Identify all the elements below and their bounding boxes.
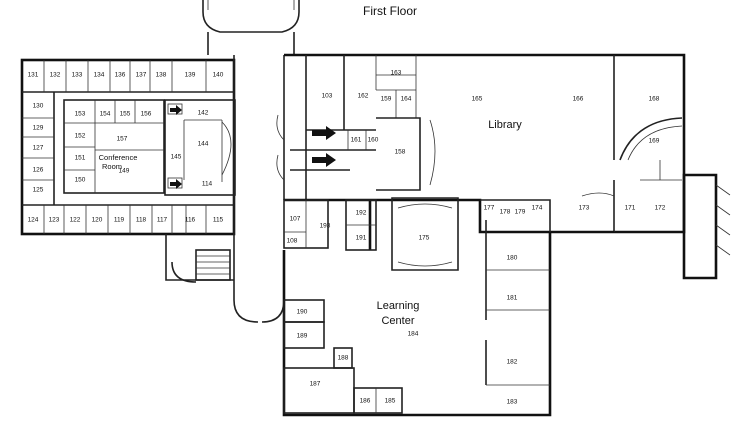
room-165: 165 — [472, 96, 483, 103]
room-138: 138 — [156, 72, 167, 79]
room-185: 185 — [385, 398, 396, 405]
room-193: 193 — [320, 223, 331, 230]
room-182: 182 — [507, 359, 518, 366]
area-label-learning-center-1: Learning — [377, 300, 420, 312]
room-163: 163 — [391, 70, 402, 77]
area-label-conference-2: Room — [102, 162, 122, 171]
room-153: 153 — [75, 111, 86, 118]
room-139: 139 — [185, 72, 196, 79]
room-187: 187 — [310, 381, 321, 388]
room-173: 173 — [579, 205, 590, 212]
room-118: 118 — [136, 217, 147, 224]
floor-title: First Floor — [363, 4, 417, 18]
library-block — [284, 53, 731, 280]
room-158: 158 — [395, 149, 406, 156]
top-entrance-structure — [202, 0, 300, 55]
area-label-library: Library — [488, 119, 522, 131]
arrow-icon — [170, 179, 182, 189]
room-175: 175 — [419, 235, 430, 242]
room-151: 151 — [75, 155, 86, 162]
room-124: 124 — [28, 217, 39, 224]
room-134: 134 — [94, 72, 105, 79]
room-144: 144 — [198, 141, 209, 148]
room-190: 190 — [297, 309, 308, 316]
room-161: 161 — [351, 137, 362, 144]
central-corridor — [165, 55, 285, 323]
room-159: 159 — [381, 96, 392, 103]
room-142: 142 — [198, 110, 209, 117]
room-145: 145 — [171, 154, 182, 161]
room-174: 174 — [532, 205, 543, 212]
room-156: 156 — [141, 111, 152, 118]
room-119: 119 — [114, 217, 125, 224]
room-152: 152 — [75, 133, 86, 140]
area-label-conference-1: Conference — [99, 153, 138, 162]
learning-center-block — [282, 197, 614, 417]
room-186: 186 — [360, 398, 371, 405]
room-172: 172 — [655, 205, 666, 212]
room-178: 178 — [500, 209, 511, 216]
room-132: 132 — [50, 72, 61, 79]
room-120: 120 — [92, 217, 103, 224]
room-162: 162 — [358, 93, 369, 100]
arrow-icon — [312, 126, 336, 140]
room-123: 123 — [49, 217, 60, 224]
room-117: 117 — [157, 217, 168, 224]
room-107: 107 — [290, 216, 301, 223]
arrow-icon — [312, 153, 336, 167]
room-108: 108 — [287, 238, 298, 245]
room-179: 179 — [515, 209, 526, 216]
room-169: 169 — [649, 138, 660, 145]
room-184: 184 — [408, 331, 419, 338]
room-154: 154 — [100, 111, 111, 118]
room-164: 164 — [401, 96, 412, 103]
room-166: 166 — [573, 96, 584, 103]
room-150: 150 — [75, 177, 86, 184]
room-133: 133 — [72, 72, 83, 79]
area-label-learning-center-2: Center — [381, 315, 414, 327]
room-103: 103 — [322, 93, 333, 100]
room-131: 131 — [28, 72, 39, 79]
room-155: 155 — [120, 111, 131, 118]
room-126: 126 — [33, 167, 44, 174]
room-140: 140 — [213, 72, 224, 79]
room-188: 188 — [338, 355, 349, 362]
room-129: 129 — [33, 125, 44, 132]
arrow-icon — [170, 105, 182, 115]
room-180: 180 — [507, 255, 518, 262]
room-114: 114 — [202, 181, 213, 188]
room-122: 122 — [70, 217, 81, 224]
room-numbers: 131 132 133 134 136 137 138 139 140 130 … — [28, 70, 666, 406]
west-wing — [20, 58, 236, 236]
room-192: 192 — [356, 210, 367, 217]
room-137: 137 — [136, 72, 147, 79]
room-127: 127 — [33, 145, 44, 152]
room-116: 116 — [185, 217, 196, 224]
room-181: 181 — [507, 295, 518, 302]
room-191: 191 — [356, 235, 367, 242]
room-149: 149 — [119, 168, 130, 175]
room-130: 130 — [33, 103, 44, 110]
room-115: 115 — [213, 217, 224, 224]
room-171: 171 — [625, 205, 636, 212]
corridor-arrows — [170, 105, 336, 189]
room-160: 160 — [368, 137, 379, 144]
room-168: 168 — [649, 96, 660, 103]
room-136: 136 — [115, 72, 126, 79]
room-157: 157 — [117, 136, 128, 143]
room-183: 183 — [507, 399, 518, 406]
room-189: 189 — [297, 333, 308, 340]
room-125: 125 — [33, 187, 44, 194]
room-177: 177 — [484, 205, 495, 212]
